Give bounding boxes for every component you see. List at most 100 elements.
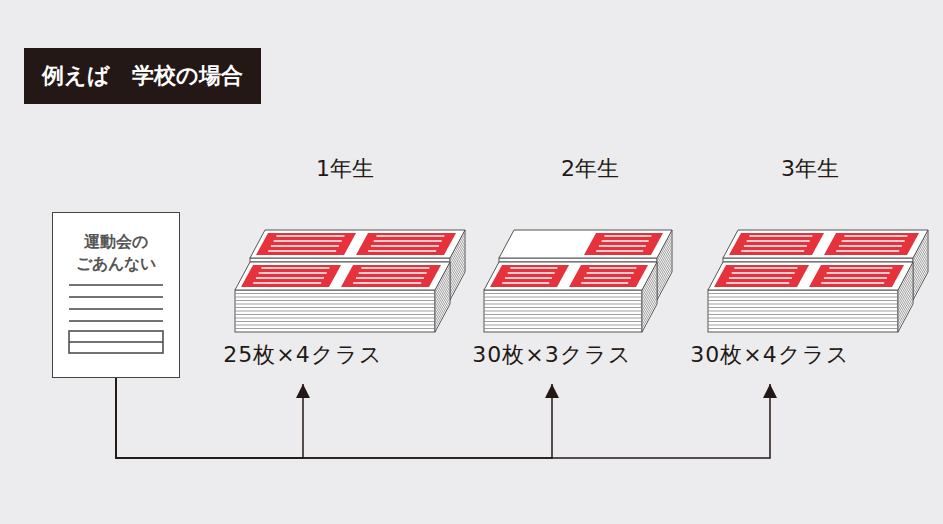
paper-line: [484, 297, 642, 298]
flyer-sheet: [714, 265, 809, 287]
flyer-line: [741, 250, 804, 252]
paper-top: [723, 230, 928, 258]
flyer-line: [732, 272, 795, 274]
paper-top: [235, 262, 450, 290]
paper-edge: [235, 290, 435, 332]
arrow-connector: [116, 378, 303, 458]
flyer-line: [602, 240, 649, 242]
paper-line: [235, 328, 435, 329]
flyer-line: [587, 272, 634, 274]
paper-line: [435, 301, 450, 329]
flyer-line: [256, 277, 324, 279]
paper-line: [235, 304, 435, 305]
paper-line: [484, 304, 642, 305]
paper-line: [642, 294, 657, 322]
flyer-line: [734, 267, 797, 269]
arrow-connector: [116, 378, 770, 458]
paper-line: [657, 265, 672, 293]
paper-top: [250, 230, 465, 258]
paper-line: [235, 321, 435, 322]
paper-line: [235, 293, 435, 294]
flyer-line: [508, 272, 555, 274]
flyer-line: [747, 240, 810, 242]
paper-stack: [708, 230, 928, 332]
flyer-line: [599, 245, 646, 247]
paper-line: [708, 307, 898, 308]
flyer-line: [510, 267, 557, 269]
text-line: [69, 308, 163, 310]
form-field: [69, 331, 163, 353]
flyer-sheet: [241, 265, 341, 287]
paper-line: [435, 297, 450, 325]
paper-top: [708, 262, 913, 290]
paper-edge: [484, 290, 642, 332]
paper-line: [708, 321, 898, 322]
paper-line: [435, 294, 450, 322]
flyer-line: [744, 245, 807, 247]
paper-line: [484, 300, 642, 301]
count-label: 25枚×4クラス: [223, 340, 382, 370]
paper-top: [484, 262, 657, 290]
form-field-line: [69, 341, 163, 343]
count-label: 30枚×4クラス: [690, 340, 849, 370]
text-line: [69, 284, 163, 286]
flyer-line: [268, 250, 336, 252]
paper-line: [235, 318, 435, 319]
paper-stack: [235, 230, 465, 332]
paper-line: [642, 301, 657, 329]
paper-line: [708, 325, 898, 326]
flyer-sheet: [256, 233, 356, 255]
paper-line: [235, 297, 435, 298]
flyer-line: [589, 267, 636, 269]
flyer-line: [824, 277, 887, 279]
flyer-line: [842, 240, 905, 242]
flyer-sheet: [584, 233, 663, 255]
text-line: [69, 296, 163, 298]
flyer-line: [261, 267, 329, 269]
flyer-line: [505, 277, 552, 279]
paper-line: [913, 265, 928, 293]
flyer-line: [827, 272, 890, 274]
flyer-line: [604, 235, 651, 237]
flyer-sheet: [824, 233, 919, 255]
flyer-line: [271, 245, 339, 247]
stack-group: 1年生25枚×4クラス: [215, 150, 475, 382]
paper-line: [484, 307, 642, 308]
flyer-sheet: [729, 233, 824, 255]
paper-line: [898, 301, 913, 329]
paper-line: [235, 314, 435, 315]
flyer-line: [253, 282, 321, 284]
paper-line: [484, 328, 642, 329]
flyer-line: [839, 245, 902, 247]
paper-line: [484, 318, 642, 319]
arrow-connector: [116, 378, 552, 458]
flyer-line: [359, 272, 427, 274]
paper-line: [450, 265, 465, 293]
paper-top: [499, 230, 672, 258]
stack-group: 2年生30枚×3クラス: [470, 150, 690, 382]
paper-line: [235, 300, 435, 301]
paper-line: [484, 314, 642, 315]
paper-line: [450, 269, 465, 297]
paper-line: [484, 293, 642, 294]
paper-line: [708, 328, 898, 329]
paper-line: [708, 318, 898, 319]
paper-line: [484, 325, 642, 326]
paper-stack: [484, 230, 672, 332]
paper-line: [898, 294, 913, 322]
flyer-line: [584, 277, 631, 279]
paper-line: [898, 297, 913, 325]
flyer-line: [376, 235, 444, 237]
paper-line: [235, 325, 435, 326]
flyer-line: [368, 250, 436, 252]
stack-group: 3年生30枚×4クラス: [695, 150, 935, 382]
paper-line: [708, 293, 898, 294]
paper-line: [708, 314, 898, 315]
flyer-line: [829, 267, 892, 269]
document-title: 運動会の ごあんない: [66, 231, 166, 274]
flyer-sheet: [569, 265, 648, 287]
paper-line: [235, 307, 435, 308]
flyer-sheet: [490, 265, 569, 287]
paper-line: [708, 304, 898, 305]
flyer-line: [596, 250, 643, 252]
